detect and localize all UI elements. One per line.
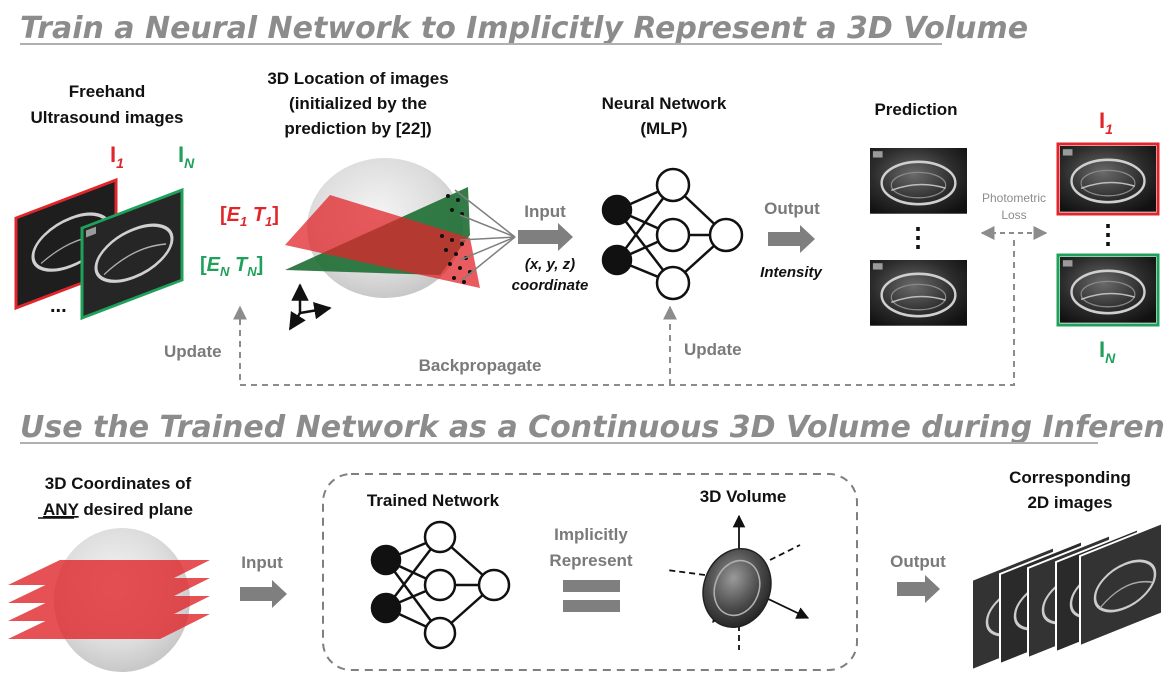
coordinate-label-line2: coordinate — [512, 277, 589, 294]
prediction-image-last — [868, 258, 969, 328]
plane-red — [285, 195, 480, 288]
ultrasound-image-last — [80, 187, 184, 321]
volume-shape — [702, 548, 772, 628]
mlp-network — [601, 167, 744, 301]
inference-input-label: Input — [241, 553, 283, 572]
network-label-line1: Neural Network — [602, 94, 727, 113]
update-left-label: Update — [164, 342, 222, 361]
images-ellipsis: ... — [50, 295, 67, 317]
trained-network-label: Trained Network — [367, 491, 500, 510]
loss-label-line1: Photometric — [982, 191, 1046, 205]
freehand-label-line2: Ultrasound images — [30, 108, 183, 127]
loss-label-line2: Loss — [1001, 208, 1026, 222]
gt-image-last — [1056, 253, 1160, 327]
output-image-stack — [971, 521, 1163, 672]
prediction-label: Prediction — [874, 100, 957, 119]
freehand-label-line1: Freehand — [69, 82, 146, 101]
implicitly-label-line2: Represent — [549, 551, 632, 570]
prediction-image-first — [868, 146, 969, 216]
coordinate-axes — [288, 283, 332, 331]
train-section-title: Train a Neural Network to Implicitly Rep… — [20, 11, 1028, 46]
prediction-vdots: ⋮ — [905, 222, 931, 252]
update-right-label: Update — [684, 340, 742, 359]
location-label-line2: (initialized by the — [289, 94, 427, 113]
coords-label-line2: ANY desired plane — [43, 500, 193, 519]
gt-bottom-label: IN — [1099, 337, 1116, 366]
pose-first-label: [E1 T1] — [220, 204, 279, 229]
inference-planes — [8, 560, 210, 639]
corresponding-label-line2: 2D images — [1027, 493, 1112, 512]
inference-section-title: Use the Trained Network as a Continuous … — [20, 410, 1164, 445]
coordinate-label-line1: (x, y, z) — [525, 256, 575, 273]
sample-rays — [454, 189, 516, 281]
corresponding-label-line1: Corresponding — [1009, 468, 1131, 487]
output-arrow — [768, 225, 815, 253]
intensity-label: Intensity — [760, 264, 822, 281]
sample-points — [440, 194, 472, 284]
inference-input-arrow — [240, 580, 287, 608]
backpropagate-label: Backpropagate — [419, 356, 542, 375]
equals-bar-top — [563, 580, 620, 592]
location-label-line3: prediction by [22]) — [284, 119, 431, 138]
equals-bar-bottom — [563, 600, 620, 612]
input-label: Input — [524, 202, 566, 221]
inference-output-arrow — [897, 575, 940, 603]
input-arrow — [518, 223, 573, 251]
inference-output-label: Output — [890, 552, 946, 571]
gt-image-first — [1056, 142, 1160, 216]
trained-model-box — [322, 473, 858, 671]
gt-vdots: ⋮ — [1095, 219, 1121, 249]
output-label: Output — [764, 199, 820, 218]
backprop-path — [233, 240, 1015, 386]
implicitly-label-line1: Implicitly — [554, 525, 628, 544]
gt-top-label: I1 — [1099, 108, 1113, 137]
trained-mlp — [370, 520, 511, 650]
location-label-line1: 3D Location of images — [267, 69, 448, 88]
i-last-label: IN — [178, 142, 195, 171]
pose-last-label: [EN TN] — [200, 254, 263, 279]
i-first-label: I1 — [110, 142, 124, 171]
volume-label: 3D Volume — [700, 487, 787, 506]
volume-inner — [713, 559, 761, 617]
network-label-line2: (MLP) — [640, 119, 687, 138]
coords-label-line1: 3D Coordinates of — [45, 474, 192, 493]
